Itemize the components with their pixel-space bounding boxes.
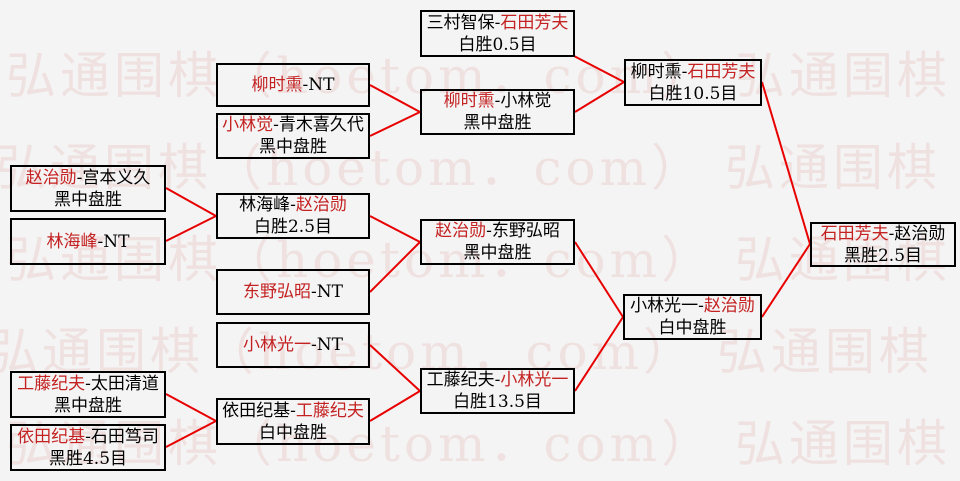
- player-name: 依田纪基: [17, 426, 86, 447]
- match-box-final: 石田芳夫-赵治勋 黑胜2.5目: [810, 222, 956, 267]
- connector-line: [369, 241, 421, 293]
- match-result: 黑中盘胜: [259, 137, 327, 157]
- connector-line: [369, 344, 421, 392]
- match-box: 赵治勋-宫本义久 黑中盘胜: [10, 165, 166, 212]
- separator: -: [494, 12, 501, 33]
- separator: -: [85, 373, 91, 394]
- separator: -: [85, 426, 91, 447]
- separator: -: [311, 335, 317, 355]
- match-result: 黑中盘胜: [54, 395, 122, 416]
- match-box: 依田纪基-工藤纪夫 白中盘胜: [216, 398, 370, 445]
- player-name: 工藤纪夫: [426, 370, 495, 390]
- connector-line: [165, 420, 217, 448]
- separator: -: [290, 400, 296, 421]
- player-name: 柳时熏: [251, 75, 303, 95]
- player-name: 石田芳夫: [500, 12, 569, 33]
- player-name: 赵治勋: [295, 195, 347, 215]
- separator: -: [302, 75, 309, 95]
- connector-line: [165, 215, 217, 242]
- separator: -: [486, 221, 492, 241]
- separator: -: [698, 296, 704, 316]
- match-box: 工藤纪夫-太田清道 黑中盘胜: [10, 371, 166, 418]
- match-result: 黑胜2.5目: [843, 245, 923, 266]
- watermark-row: 弘通围棋（hoetom．com） 弘通围棋（hoetom．com）: [0, 139, 960, 197]
- separator: -: [681, 61, 688, 82]
- player-name: 石田芳夫: [687, 61, 756, 82]
- player-name: 依田纪基: [222, 400, 291, 421]
- connector-line: [369, 215, 421, 243]
- match-box: 林海峰-赵治勋 白胜2.5目: [216, 193, 370, 239]
- separator: -: [494, 91, 501, 111]
- match-box: 小林光一-赵治勋 白中盘胜: [623, 294, 762, 340]
- player-name: 赵治勋: [894, 223, 946, 244]
- match-box: 依田纪基-石田笃司 黑胜4.5目: [10, 424, 166, 471]
- player-name: 石田笃司: [90, 426, 159, 447]
- match-result: 黑胜4.5目: [48, 448, 128, 469]
- player-name: 东野弘昭: [243, 282, 312, 302]
- player-name: NT: [103, 231, 130, 252]
- player-name: 太田清道: [90, 373, 159, 394]
- match-result: 白胜13.5目: [453, 392, 542, 412]
- match-box: 三村智保-石田芳夫 白胜0.5目: [420, 10, 575, 57]
- player-name: 石田芳夫: [820, 223, 889, 244]
- match-result: 白胜2.5目: [253, 217, 333, 237]
- separator: -: [494, 370, 501, 390]
- player-name: 东野弘昭: [491, 221, 560, 241]
- separator: -: [311, 282, 317, 302]
- match-box: 柳时熏-NT: [216, 63, 370, 107]
- player-name: NT: [316, 335, 343, 355]
- separator: -: [76, 167, 83, 188]
- match-result: 黑中盘胜: [54, 189, 122, 210]
- match-result: 黑中盘胜: [463, 243, 532, 263]
- player-name: 小林觉: [222, 115, 274, 135]
- separator: -: [273, 115, 279, 135]
- connector-line: [165, 393, 217, 422]
- connector-line: [369, 84, 421, 113]
- player-name: 赵治勋: [25, 167, 77, 188]
- match-box: 小林光一-NT: [216, 322, 370, 368]
- player-name: 林海峰: [239, 195, 291, 215]
- player-name: 小林光一: [630, 296, 699, 316]
- connector-line: [369, 390, 421, 422]
- player-name: 宫本义久: [82, 167, 151, 188]
- player-name: 赵治勋: [703, 296, 755, 316]
- connector-line: [573, 55, 625, 83]
- player-name: 工藤纪夫: [17, 373, 86, 394]
- connector-line: [761, 243, 811, 318]
- separator: -: [97, 231, 104, 252]
- connector-line: [574, 316, 624, 392]
- match-box: 小林觉-青木喜久代 黑中盘胜: [216, 113, 370, 159]
- match-result: 黑中盘胜: [463, 113, 532, 133]
- player-name: 小林觉: [500, 91, 552, 111]
- player-name: 小林光一: [500, 370, 569, 390]
- player-name: 青木喜久代: [278, 115, 364, 135]
- connector-line: [574, 241, 624, 318]
- match-result: 白胜10.5目: [648, 83, 738, 104]
- match-box: 柳时熏-小林觉 黑中盘胜: [420, 89, 575, 135]
- separator: -: [888, 223, 895, 244]
- match-box: 赵治勋-东野弘昭 黑中盘胜: [420, 219, 575, 265]
- player-name: 柳时熏: [443, 91, 495, 111]
- match-box: 林海峰-NT: [10, 218, 166, 265]
- player-name: 三村智保: [426, 12, 495, 33]
- match-box: 工藤纪夫-小林光一 白胜13.5目: [420, 368, 575, 414]
- connector-line: [574, 81, 625, 113]
- separator: -: [290, 195, 296, 215]
- match-box: 柳时熏-石田芳夫 白胜10.5目: [624, 59, 762, 106]
- match-result: 白中盘胜: [259, 422, 327, 443]
- player-name: 工藤纪夫: [295, 400, 364, 421]
- player-name: 林海峰: [46, 231, 98, 252]
- player-name: NT: [316, 282, 343, 302]
- player-name: 小林光一: [243, 335, 312, 355]
- player-name: 柳时熏: [630, 61, 682, 82]
- connector-line: [165, 187, 217, 217]
- connector-line: [369, 111, 421, 137]
- player-name: 赵治勋: [435, 221, 487, 241]
- connector-line: [761, 81, 811, 245]
- match-result: 白胜0.5目: [458, 34, 537, 55]
- match-result: 白中盘胜: [658, 318, 727, 338]
- match-box: 东野弘昭-NT: [216, 269, 370, 315]
- player-name: NT: [308, 75, 335, 95]
